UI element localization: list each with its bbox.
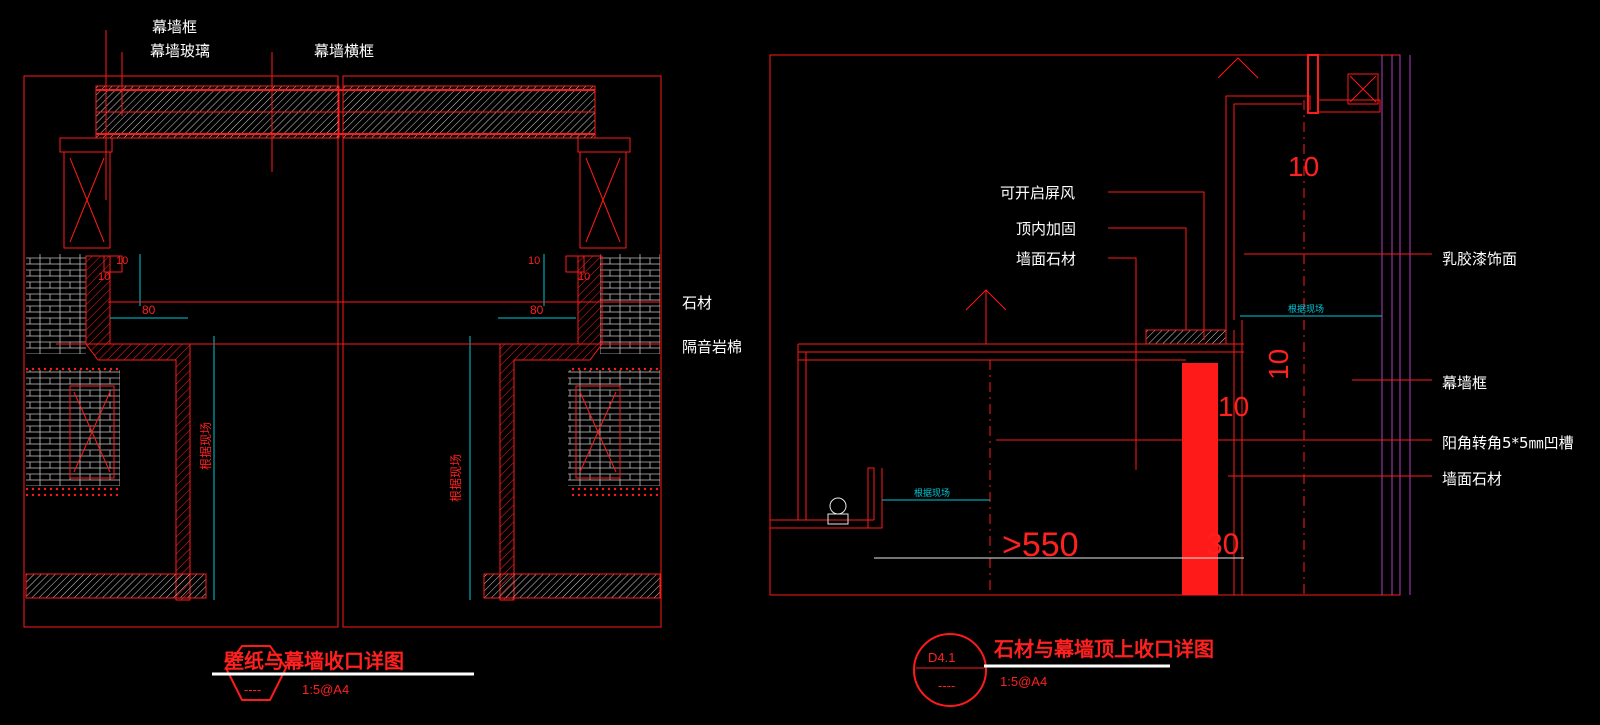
label-latex-paint: 乳胶漆饰面 [1442,250,1517,268]
left-detail: 幕墙框 幕墙玻璃 幕墙横框 石材 隔音岩棉 10 10 80 10 10 80 … [23,18,742,701]
dim-site-right: 根据现场 [449,454,463,502]
right-bubble-top: D4.1 [928,650,955,665]
label-curtain-frame: 幕墙框 [152,18,197,36]
label-wall-stone-top: 墙面石材 [1016,250,1076,268]
dim-550: >550 [1002,526,1079,564]
dim-80-left: 80 [142,303,156,317]
dim-site-bottom: 根据现场 [914,487,950,499]
dim-site-left: 根据现场 [199,422,213,470]
label-insulation: 隔音岩棉 [682,338,742,356]
dim-10-mid: 10 [1263,349,1294,380]
left-panel-frame-a [23,75,339,628]
label-corner-groove: 阳角转角5*5㎜凹槽 [1442,434,1574,452]
label-wall-stone: 墙面石材 [1442,470,1502,488]
right-panel-frame [769,54,1401,596]
label-stone: 石材 [682,294,712,312]
right-detail-scale: 1:5@A4 [1000,674,1047,689]
left-detail-title: 壁纸与幕墙收口详图 [224,649,404,673]
right-detail: 可开启屏风 顶内加固 墙面石材 乳胶漆饰面 幕墙框 阳角转角5*5㎜凹槽 墙面石… [769,54,1574,707]
dim-80-right: 80 [530,303,544,317]
left-panel-frame-b [342,75,662,628]
dim-10-a: 10 [116,255,128,267]
dim-10-d: 10 [578,271,590,283]
dim-30: 30 [1206,528,1239,561]
label-curtain-frame-right: 幕墙框 [1442,374,1487,392]
dim-10-top: 10 [1288,151,1319,182]
label-ceiling-reinforce: 顶内加固 [1016,220,1076,238]
stone-column [1182,363,1218,595]
dim-site-top: 根据现场 [1288,303,1324,315]
dim-10-low: 10 [1218,391,1249,422]
right-detail-title: 石材与幕墙顶上收口详图 [993,637,1214,661]
dim-10-c: 10 [528,255,540,267]
label-curtain-glass: 幕墙玻璃 [150,42,210,60]
left-detail-scale: 1:5@A4 [302,682,349,697]
left-bubble-bottom: ---- [244,682,261,697]
ceiling-reinforce-block [1145,329,1227,345]
label-curtain-transom: 幕墙横框 [314,42,374,60]
right-detail-bubble [913,633,987,707]
right-bubble-bottom: ---- [938,678,955,693]
dim-10-b: 10 [98,271,110,283]
label-screen: 可开启屏风 [1000,184,1075,202]
left-detail-bubble [224,645,288,701]
